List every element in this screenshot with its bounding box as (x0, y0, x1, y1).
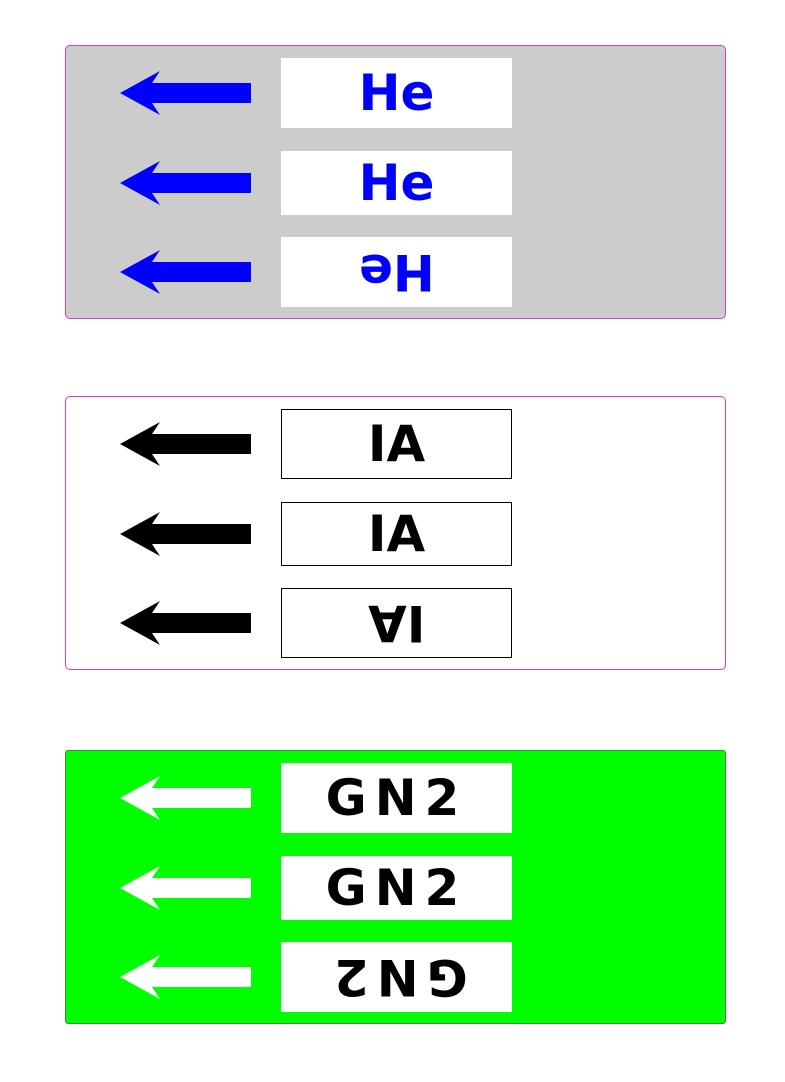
marker-row: GN2 (66, 942, 725, 1012)
flow-arrow-left-icon (120, 512, 251, 556)
marker-label-rotated: GN2 (325, 948, 468, 1006)
marker-label: GN2 (325, 859, 468, 917)
arrow-shape (120, 71, 251, 115)
marker-label-rotated: He (358, 243, 435, 301)
marker-label-box: He (281, 237, 512, 307)
marker-label: GN2 (325, 769, 468, 827)
marker-label: He (358, 154, 435, 212)
flow-arrow-left-icon (120, 866, 251, 910)
arrow-shape (120, 512, 251, 556)
pipe-marker-panel-gn2: GN2 GN2 GN2 (65, 750, 726, 1024)
marker-label: IA (367, 415, 426, 473)
marker-row: He (66, 151, 725, 215)
flow-arrow-left-icon (120, 776, 251, 820)
marker-row: GN2 (66, 763, 725, 833)
marker-row: He (66, 58, 725, 128)
marker-row: He (66, 237, 725, 307)
marker-row: IA (66, 588, 725, 658)
marker-label: IA (367, 505, 426, 563)
marker-label-box: He (281, 151, 512, 215)
marker-label-box: IA (281, 409, 512, 479)
flow-arrow-left-icon (120, 955, 251, 999)
flow-arrow-left-icon (120, 71, 251, 115)
marker-label: He (358, 64, 435, 122)
marker-label-box: He (281, 58, 512, 128)
arrow-shape (120, 422, 251, 466)
marker-label-box: IA (281, 588, 512, 658)
flow-arrow-left-icon (120, 250, 251, 294)
arrow-shape (120, 250, 251, 294)
marker-label-box: GN2 (281, 856, 512, 920)
marker-label-rotated: IA (367, 594, 426, 652)
arrow-shape (120, 955, 251, 999)
arrow-shape (120, 601, 251, 645)
pipe-marker-panel-ia: IA IA IA (65, 396, 726, 670)
arrow-shape (120, 161, 251, 205)
arrow-shape (120, 866, 251, 910)
arrow-shape (120, 776, 251, 820)
marker-row: GN2 (66, 856, 725, 920)
pipe-marker-panel-he: He He He (65, 45, 726, 319)
marker-label-box: GN2 (281, 942, 512, 1012)
marker-label-box: GN2 (281, 763, 512, 833)
marker-row: IA (66, 409, 725, 479)
flow-arrow-left-icon (120, 422, 251, 466)
marker-row: IA (66, 502, 725, 566)
flow-arrow-left-icon (120, 601, 251, 645)
flow-arrow-left-icon (120, 161, 251, 205)
marker-label-box: IA (281, 502, 512, 566)
